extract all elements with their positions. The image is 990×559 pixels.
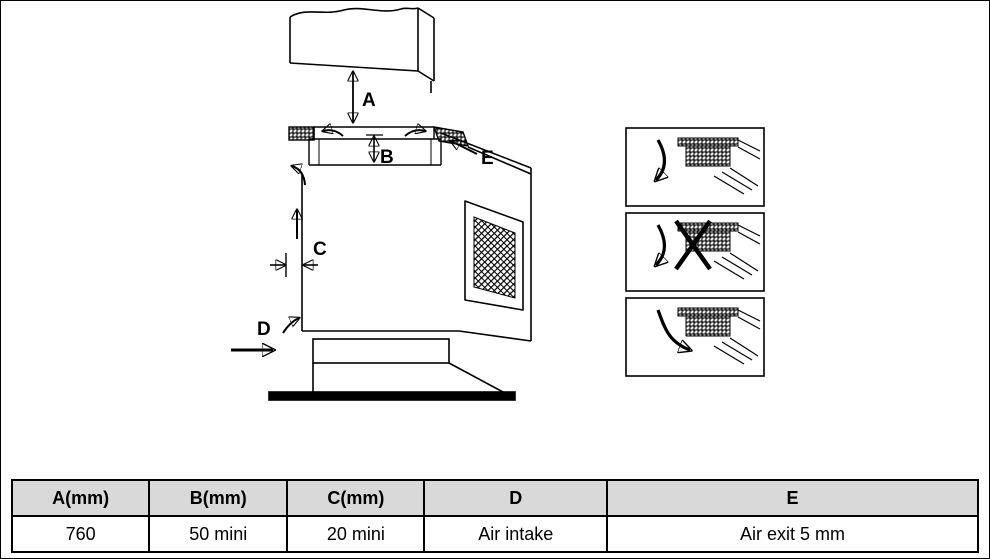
table-value-row: 760 50 mini 20 mini Air intake Air exit …	[10, 515, 979, 553]
table-header-e: E	[606, 479, 979, 517]
installation-diagram: A	[1, 1, 989, 477]
airflow-arrow	[656, 224, 665, 265]
floor-bar	[268, 391, 516, 401]
wall-cabinet	[289, 7, 435, 93]
label-a: A	[362, 90, 376, 111]
table-value-d: Air intake	[423, 515, 609, 553]
table-value-c: 20 mini	[286, 515, 426, 553]
cross-out-x	[674, 219, 712, 271]
rear-gap-airflow	[292, 166, 306, 239]
oven-door	[464, 200, 524, 311]
table-value-e: Air exit 5 mm	[606, 515, 979, 553]
hob-airflow-arrows	[323, 130, 425, 137]
oven-knob	[505, 184, 511, 190]
dimension-a: A	[353, 72, 376, 122]
dimension-b: B	[366, 134, 394, 168]
label-d: D	[257, 319, 271, 340]
detail-view-correct-bottom	[625, 297, 765, 377]
airflow-arrow	[656, 139, 665, 180]
table-header-d: D	[423, 479, 609, 517]
airflow-arrow	[656, 309, 690, 350]
dimension-c: C	[270, 239, 327, 277]
countertop-and-hob	[288, 126, 470, 166]
base-and-floor	[268, 338, 516, 401]
label-b: B	[380, 147, 394, 168]
air-intake-d: D	[231, 318, 299, 350]
table-header-row: A(mm) B(mm) C(mm) D E	[10, 479, 979, 517]
diagram-svg: A	[231, 7, 765, 401]
label-c: C	[313, 239, 327, 260]
table-header-c: C(mm)	[286, 479, 426, 517]
table-header-a: A(mm)	[10, 479, 151, 517]
table-value-b: 50 mini	[148, 515, 289, 553]
detail-view-wrong	[625, 212, 765, 292]
oven-knob	[514, 208, 520, 214]
oven-knob	[510, 196, 516, 202]
cabinet-body	[301, 132, 532, 342]
dimensions-table: A(mm) B(mm) C(mm) D E 760 50 mini 20 min…	[10, 479, 979, 553]
table-header-b: B(mm)	[148, 479, 289, 517]
detail-view-correct-top	[625, 127, 765, 207]
oven-window	[473, 216, 516, 299]
table-value-a: 760	[10, 515, 151, 553]
